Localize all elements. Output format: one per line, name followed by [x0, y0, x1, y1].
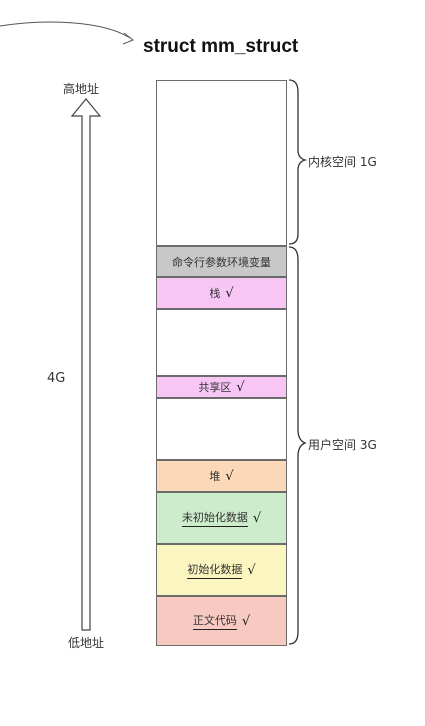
- segment-heap-label: 堆: [209, 470, 221, 483]
- heap-check-mark: √: [225, 468, 234, 484]
- diagram-title: struct mm_struct: [143, 36, 299, 57]
- segment-text: 正文代码 √: [156, 596, 287, 646]
- bss-check-mark: √: [252, 510, 262, 526]
- segment-args-env-label: 命令行参数环境变量: [172, 255, 271, 269]
- segment-data-label: 初始化数据: [187, 561, 243, 579]
- low-address-label: 低地址: [68, 636, 105, 650]
- segment-data: 初始化数据 √: [156, 544, 287, 596]
- segment-heap: 堆 √: [156, 460, 287, 492]
- address-up-arrow: [70, 98, 102, 631]
- segment-shared: 共享区 √: [156, 376, 287, 398]
- kernel-space-brace: [288, 79, 308, 245]
- shared-check-mark: √: [236, 379, 245, 395]
- segment-gap-upper: [156, 309, 287, 376]
- segment-stack: 栈 √: [156, 277, 287, 309]
- pointer-curve: [0, 21, 131, 39]
- segment-shared-label: 共享区: [198, 381, 232, 394]
- user-space-label: 用户空间 3G: [308, 438, 377, 452]
- segment-bss-label: 未初始化数据: [181, 509, 248, 527]
- segment-args-env: 命令行参数环境变量: [156, 246, 287, 277]
- segment-gap-lower: [156, 398, 287, 460]
- pointer-arrowhead: [122, 32, 134, 45]
- segment-bss: 未初始化数据 √: [156, 492, 287, 544]
- segment-text-label: 正文代码: [192, 612, 237, 630]
- stack-check-mark: √: [225, 285, 234, 301]
- high-address-label: 高地址: [63, 82, 100, 96]
- kernel-space-label: 内核空间 1G: [308, 155, 377, 169]
- text-check-mark: √: [241, 613, 251, 629]
- segment-kernel: [156, 80, 287, 246]
- data-check-mark: √: [247, 562, 256, 578]
- user-space-brace: [288, 246, 307, 645]
- segment-stack-label: 栈: [209, 287, 221, 300]
- total-size-label: 4G: [47, 371, 66, 386]
